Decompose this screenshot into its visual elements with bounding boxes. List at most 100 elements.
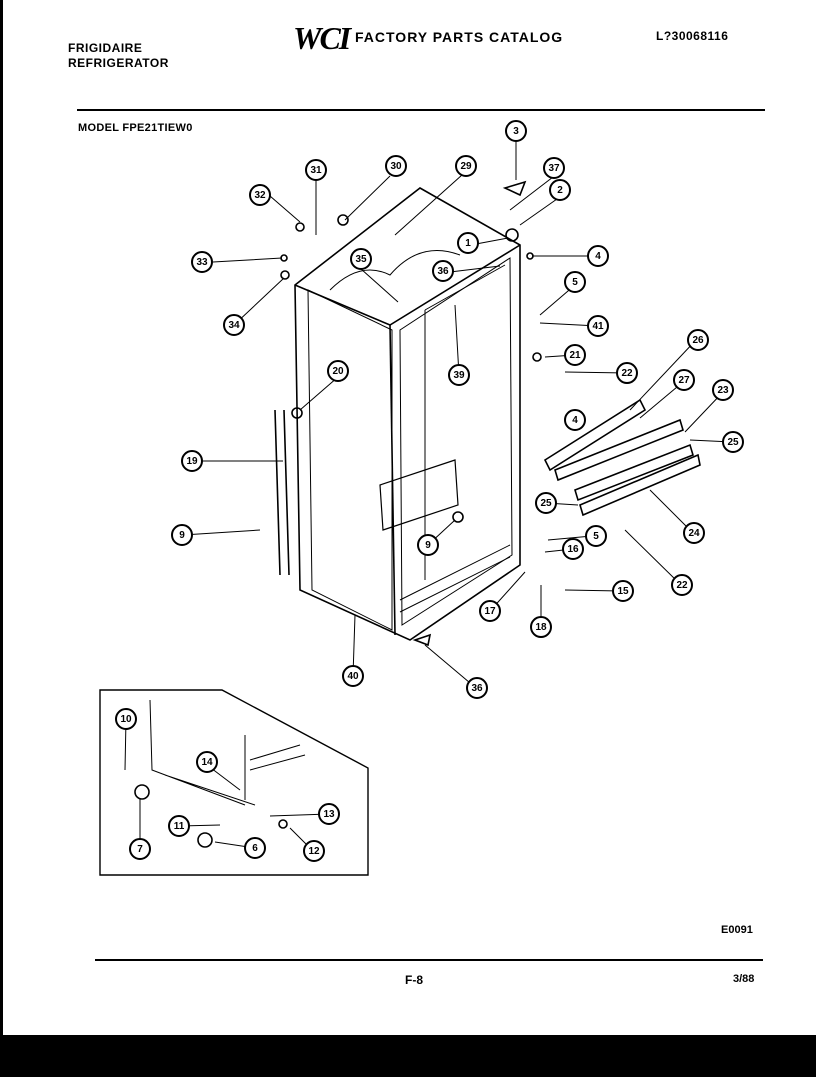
callout-number: 36 xyxy=(471,683,483,694)
callout-circle xyxy=(448,364,470,386)
rail-23 xyxy=(574,443,694,502)
part-callout: 30 xyxy=(385,155,407,177)
callout-number: 4 xyxy=(595,251,601,262)
rail-26 xyxy=(543,398,647,472)
cabinet-top-edge xyxy=(294,244,521,326)
product-label: REFRIGERATOR xyxy=(68,56,169,70)
callout-number: 26 xyxy=(692,335,704,346)
part-callout: 36 xyxy=(466,677,488,699)
callout-number: 15 xyxy=(617,586,629,597)
part-callout: 1 xyxy=(457,232,479,254)
callout-number: 37 xyxy=(548,163,560,174)
footer-rule xyxy=(95,959,763,961)
callout-number: 22 xyxy=(676,580,688,591)
part-callout: 4 xyxy=(564,409,586,431)
part-callout: 18 xyxy=(530,616,552,638)
callout-number: 36 xyxy=(437,266,449,277)
callout-number: 9 xyxy=(179,530,185,541)
callout-number: 30 xyxy=(390,161,402,172)
part-callout: 5 xyxy=(564,271,586,293)
callout-circle xyxy=(564,409,586,431)
callout-number: 14 xyxy=(201,757,213,768)
part-7 xyxy=(134,784,150,800)
model-label: MODEL FPE21TIEW0 xyxy=(78,122,193,134)
part-callout: 16 xyxy=(562,538,584,560)
callout-circle xyxy=(549,179,571,201)
callout-number: 16 xyxy=(567,544,579,555)
callout-circle xyxy=(168,815,190,837)
callout-circle xyxy=(612,580,634,602)
callout-number: 31 xyxy=(310,165,322,176)
rail-27 xyxy=(554,418,684,482)
callout-number: 10 xyxy=(120,714,132,725)
part-callout: 4 xyxy=(587,245,609,267)
part-callout: 27 xyxy=(673,369,695,391)
bottom-rails xyxy=(399,544,511,613)
callout-circle xyxy=(564,344,586,366)
part-callout: 34 xyxy=(223,314,245,336)
callout-circle xyxy=(385,155,407,177)
callout-circle xyxy=(562,538,584,560)
part-callout: 11 xyxy=(168,815,190,837)
callout-number: 2 xyxy=(557,185,563,196)
callout-number: 22 xyxy=(621,368,633,379)
part-callout: 39 xyxy=(448,364,470,386)
part-6 xyxy=(197,832,213,848)
callout-number: 3 xyxy=(513,126,519,137)
wci-logo: WCI xyxy=(293,20,351,56)
part-3 xyxy=(502,180,527,197)
part-callout: 35 xyxy=(350,248,372,270)
top-wiring xyxy=(329,250,461,291)
callout-number: 1 xyxy=(465,238,471,249)
callout-circle xyxy=(196,751,218,773)
inset-frame xyxy=(99,689,369,876)
callout-circle xyxy=(505,120,527,142)
callout-circle xyxy=(683,522,705,544)
part-callout: 37 xyxy=(543,157,565,179)
brand-label: FRIGIDAIRE xyxy=(68,41,143,55)
part-12 xyxy=(278,819,288,829)
callout-circle xyxy=(432,260,454,282)
part-callout: 5 xyxy=(585,525,607,547)
callout-circle xyxy=(587,315,609,337)
part-9 xyxy=(452,511,464,523)
part-36 xyxy=(412,633,432,647)
callout-circle xyxy=(457,232,479,254)
callout-number: 40 xyxy=(347,671,359,682)
callout-circle xyxy=(181,450,203,472)
part-callout: 24 xyxy=(683,522,705,544)
callout-number: 34 xyxy=(228,320,240,331)
callout-circle xyxy=(305,159,327,181)
callout-circle xyxy=(722,431,744,453)
part-30 xyxy=(337,214,349,226)
callout-circle xyxy=(327,360,349,382)
callout-number: 25 xyxy=(540,498,552,509)
callout-number: 17 xyxy=(484,606,496,617)
callout-number: 19 xyxy=(186,456,198,467)
part-callout: 22 xyxy=(671,574,693,596)
part-32 xyxy=(295,222,305,232)
part-callout: 3 xyxy=(505,120,527,142)
catalog-sheet xyxy=(3,0,816,1035)
part-callout: 23 xyxy=(712,379,734,401)
part-callout: 13 xyxy=(318,803,340,825)
part-callout: 25 xyxy=(535,492,557,514)
part-callout: 9 xyxy=(417,534,439,556)
cabinet-interior xyxy=(399,257,513,626)
part-callout: 36 xyxy=(432,260,454,282)
part-callout: 6 xyxy=(244,837,266,859)
callout-circle xyxy=(249,184,271,206)
callout-circle xyxy=(587,245,609,267)
callout-circle xyxy=(671,574,693,596)
part-callout: 15 xyxy=(612,580,634,602)
revision-date: 3/88 xyxy=(733,973,755,985)
catalog-title: FACTORY PARTS CATALOG xyxy=(355,29,564,45)
callout-number: 4 xyxy=(572,415,578,426)
callout-number: 41 xyxy=(592,321,604,332)
callout-number: 12 xyxy=(308,846,320,857)
callout-number: 11 xyxy=(174,821,185,832)
callout-circle xyxy=(479,600,501,622)
callout-circle xyxy=(223,314,245,336)
callout-number: 23 xyxy=(717,385,729,396)
callout-circle xyxy=(455,155,477,177)
